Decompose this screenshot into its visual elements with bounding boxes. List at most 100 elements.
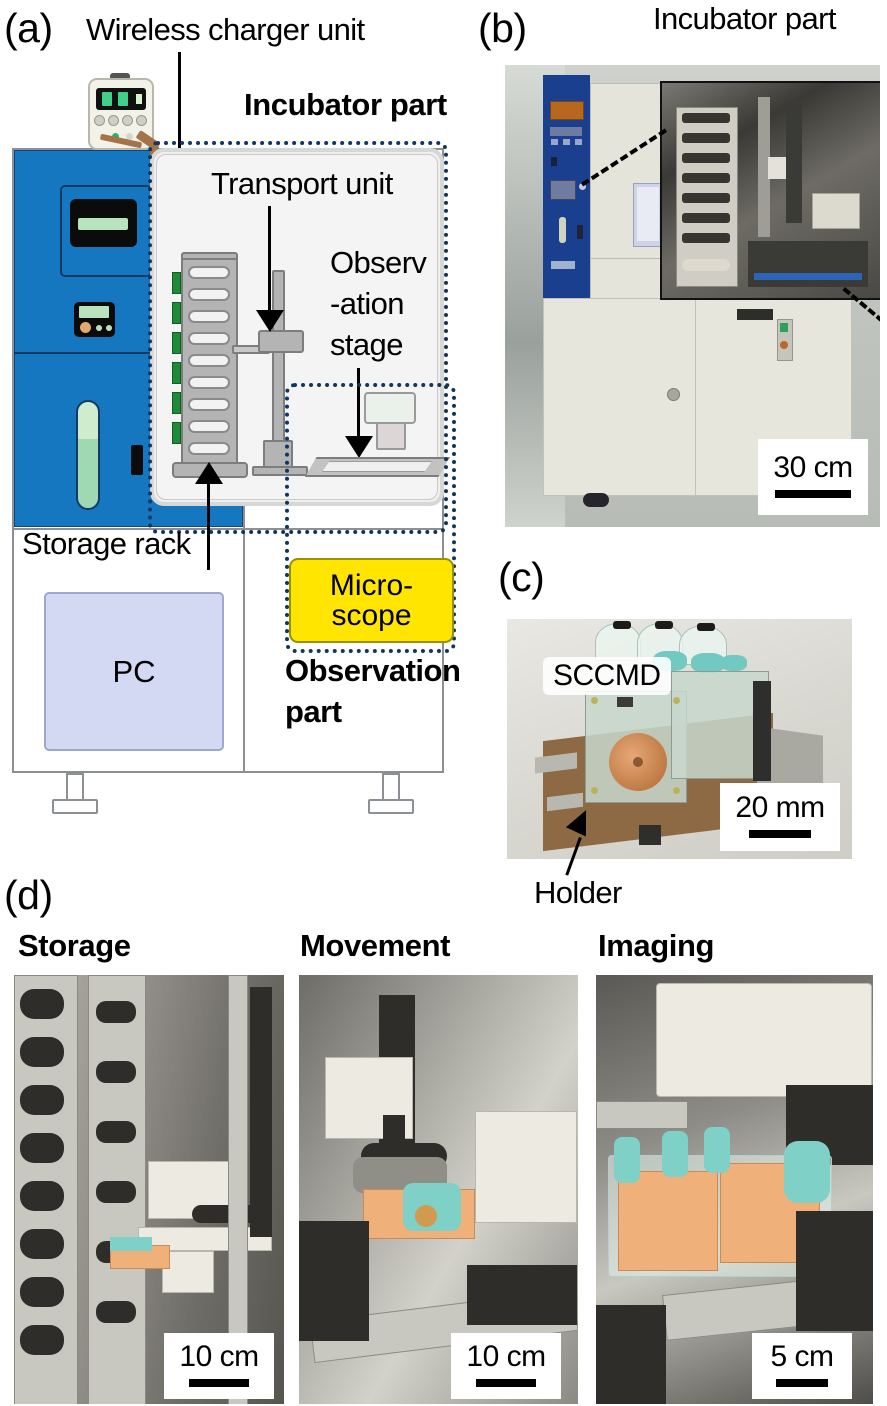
- scale-bar-label: 5 cm: [770, 1340, 834, 1373]
- inset-transport-head: [812, 193, 860, 229]
- chip-screw-bl: [591, 787, 598, 794]
- rack-aperture: [20, 1133, 64, 1163]
- label-sccmd: SCCMD: [543, 657, 671, 695]
- photo-slot-small: [551, 157, 557, 166]
- inset-rack-slot: [682, 233, 730, 243]
- cabinet-foot-base-left: [52, 799, 98, 814]
- teal-port-1: [614, 1137, 640, 1183]
- incubator-indicator-2: [106, 325, 112, 331]
- tubing-clamp-3: [697, 623, 715, 631]
- coil-pad-3: [172, 332, 181, 354]
- coil-pad-4: [172, 362, 181, 384]
- microscope-objective-lens: [376, 422, 406, 450]
- arrow-storage-rack: [195, 462, 223, 484]
- photo-sccmd-device: SCCMD 20 mm: [507, 619, 852, 859]
- tubing-clamp-2: [655, 621, 673, 629]
- scale-bar-label: 30 cm: [773, 451, 853, 484]
- label-observation-part-line1: Observation: [285, 653, 461, 688]
- photo-imaging-step: 5 cm: [596, 975, 873, 1404]
- photo-switch-green: [780, 323, 788, 332]
- leader-transport-unit: [268, 206, 271, 318]
- dark-corner-imaging: [596, 1305, 666, 1404]
- panel-c: (c) SCCMD 20 mm: [490, 545, 887, 908]
- photo-storage-step: 10 cm: [14, 975, 284, 1404]
- charger-digit-2: [118, 92, 128, 106]
- storage-rack-slot: [188, 376, 230, 389]
- charger-status-led: [136, 94, 142, 104]
- rack-shelf-gap: [96, 1001, 136, 1023]
- dark-bracket: [299, 1221, 369, 1341]
- scale-bar-line: [749, 830, 811, 838]
- inset-rack-slot: [682, 173, 730, 183]
- photo-logo: [551, 261, 575, 269]
- microscope-box: Micro-scope: [289, 558, 454, 643]
- photo-led: [579, 183, 586, 190]
- scale-bar-line: [775, 490, 851, 498]
- teal-connector-2: [691, 653, 725, 673]
- chip-screw-tl: [591, 697, 598, 704]
- inset-rack-slot: [682, 133, 730, 143]
- rack-shelf-gap: [96, 1181, 136, 1203]
- dark-mechanism-move: [467, 1265, 577, 1325]
- inset-rack-slot: [682, 113, 730, 123]
- teal-port-4: [784, 1141, 830, 1203]
- scale-bar-imaging: 5 cm: [752, 1333, 852, 1399]
- photo-display-orange: [550, 101, 584, 120]
- incubator-water-tube: [76, 400, 100, 510]
- observation-housing: [475, 1111, 577, 1223]
- inset-rack-slot: [682, 213, 730, 223]
- storage-rack-slot: [188, 288, 230, 301]
- cabinet-foot-right: [382, 773, 400, 801]
- label-incubator-part: Incubator part: [244, 87, 447, 122]
- storage-rack-slot: [188, 310, 230, 323]
- rack-aperture: [20, 1325, 64, 1355]
- microscope-label-line1: Micro-: [329, 568, 414, 602]
- photo-caster: [583, 493, 609, 507]
- coil-pad-2: [172, 302, 181, 324]
- charger-digit-1: [102, 92, 112, 106]
- chip-screw-tr: [673, 697, 680, 704]
- chip-screw-br: [673, 787, 680, 794]
- charger-button-3: [122, 115, 133, 126]
- vertical-guide-rail: [228, 975, 248, 1404]
- inset-loaded-tray: [682, 259, 730, 271]
- charger-led-gray: [126, 133, 133, 140]
- storage-rack-slot: [188, 332, 230, 345]
- rack-shelf-gap: [96, 1061, 136, 1083]
- label-transport-unit: Transport unit: [211, 166, 393, 201]
- holder-dark-post: [753, 681, 771, 781]
- label-observation-stage-line1: Observ: [330, 245, 427, 280]
- dark-mechanism-imaging: [796, 1211, 873, 1331]
- label-movement: Movement: [300, 928, 451, 963]
- photo-sheet-col-1: [637, 187, 659, 241]
- tubing-clamp-1: [613, 621, 631, 629]
- photo-door-handle: [667, 388, 680, 401]
- label-observation-stage-line2: -ation: [330, 286, 405, 321]
- inset-dark-column: [786, 103, 802, 223]
- storage-rack-slot: [188, 398, 230, 411]
- cabinet-foot-left: [66, 773, 84, 801]
- incubator-display-readout: [78, 218, 128, 230]
- photo-button-1: [551, 139, 558, 145]
- photo-incubator-system: 30 cm: [505, 65, 880, 527]
- scale-bar-panel-b: 30 cm: [758, 439, 868, 515]
- cable-chain: [250, 987, 272, 1237]
- rack-shelf-gap: [96, 1301, 136, 1323]
- teal-connector-3: [721, 655, 747, 671]
- scale-bar-label: 10 cm: [466, 1340, 546, 1373]
- charger-button-4: [136, 115, 147, 126]
- charger-tab: [110, 73, 130, 80]
- pc-label: PC: [112, 653, 156, 689]
- photo-handle: [577, 225, 583, 239]
- inset-rack-slot: [682, 153, 730, 163]
- photo-vent: [737, 309, 773, 320]
- label-observation-stage-line3: stage: [330, 327, 403, 362]
- dotted-region-incubator-part: [148, 141, 448, 534]
- stage-rail-left: [596, 1101, 688, 1129]
- rack-shelf-gap: [96, 1121, 136, 1143]
- photo-button-3: [575, 139, 582, 145]
- inset-blue-cable: [754, 273, 862, 280]
- teal-port-2: [662, 1131, 688, 1177]
- label-storage: Storage: [18, 928, 131, 963]
- chip-port: [617, 697, 633, 707]
